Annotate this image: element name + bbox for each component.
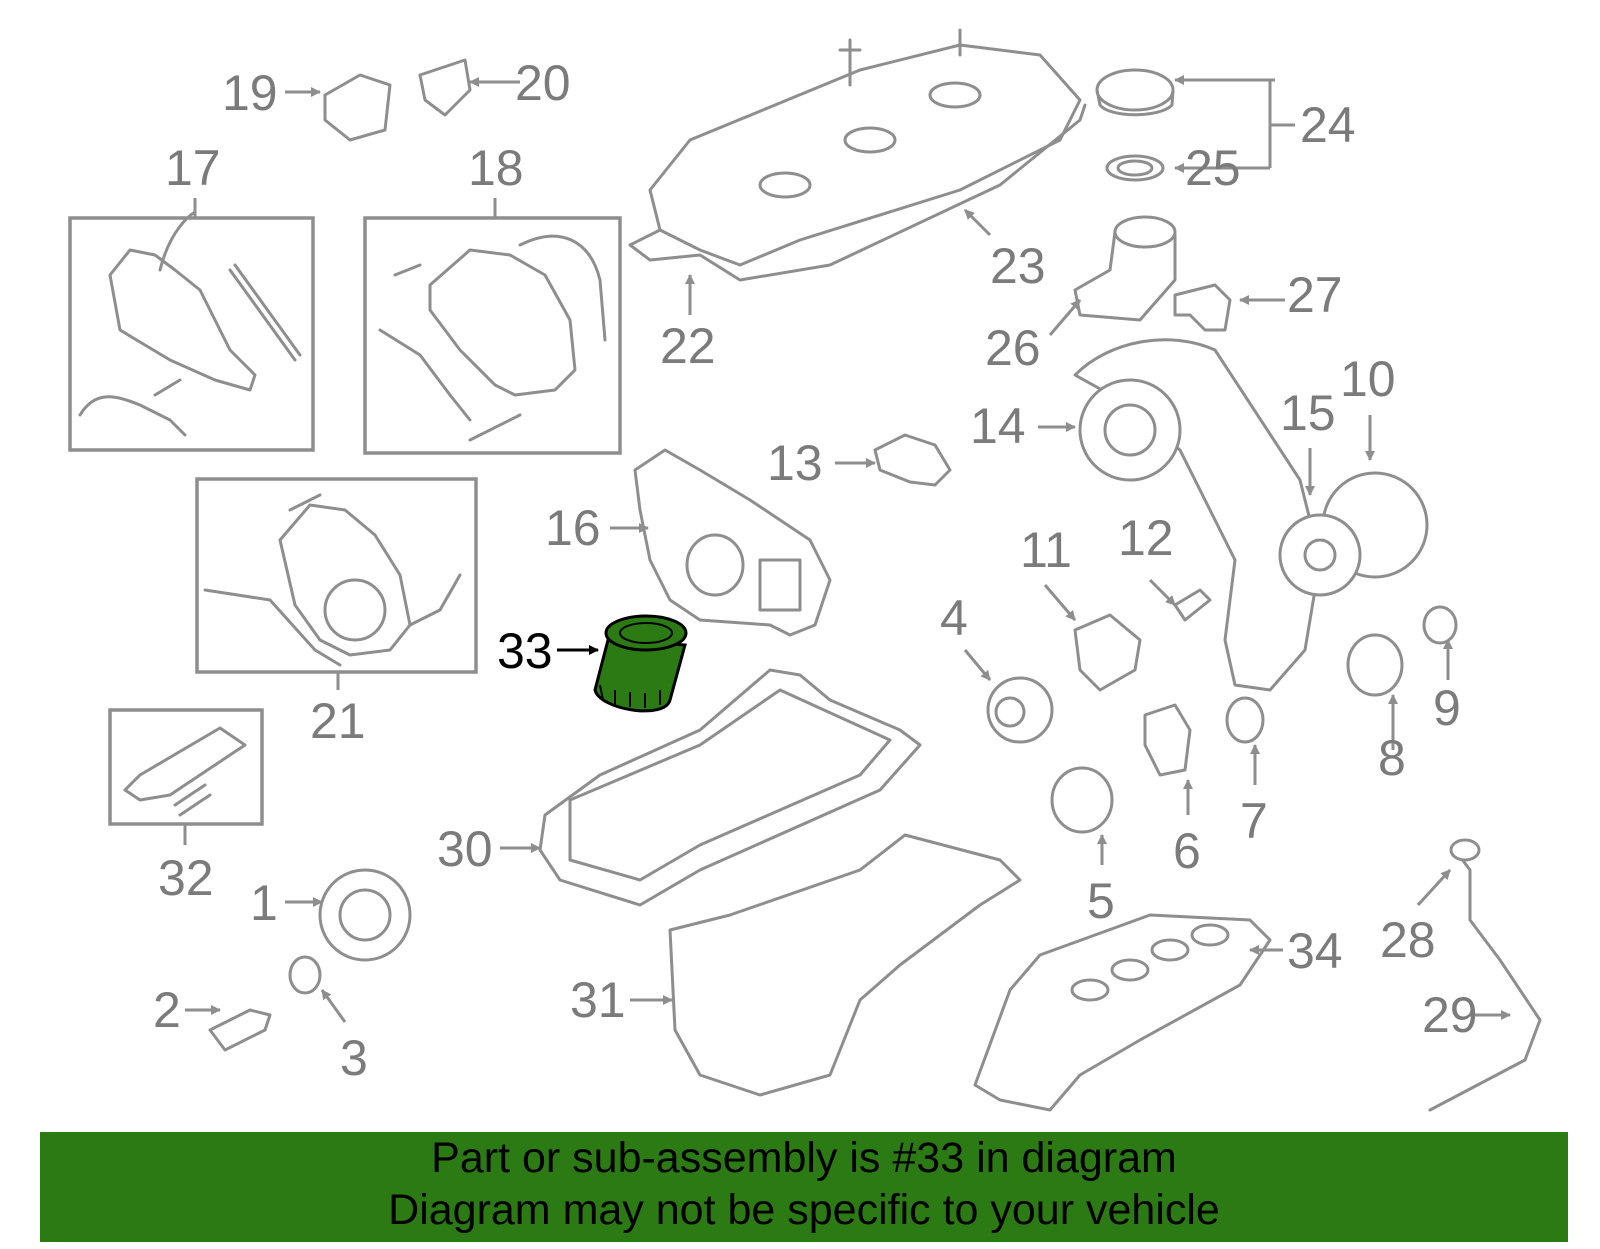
label-29: 29 [1422, 987, 1478, 1043]
label-27: 27 [1287, 267, 1343, 323]
label-33-highlighted: 33 [497, 623, 553, 679]
label-18: 18 [468, 140, 524, 196]
callout-arrows [183, 75, 1511, 1023]
banner-line-2: Diagram may not be specific to your vehi… [388, 1186, 1220, 1234]
oil-pan-31 [668, 833, 1022, 1097]
label-21: 21 [310, 693, 366, 749]
label-4: 4 [940, 590, 968, 646]
mount-26 [1073, 215, 1177, 322]
fitting-27 [1173, 283, 1232, 332]
label-23: 23 [990, 238, 1046, 294]
oil-filter-33 [593, 614, 688, 713]
label-11: 11 [1020, 522, 1072, 578]
callout-labels: 1 2 3 4 5 6 7 8 9 10 11 12 13 14 15 16 1… [153, 55, 1478, 1086]
box-21-timing-cover-rear [195, 477, 478, 674]
label-31: 31 [570, 972, 626, 1028]
label-6: 6 [1173, 823, 1201, 879]
label-14: 14 [970, 398, 1026, 454]
timing-belt [1073, 338, 1429, 692]
label-24: 24 [1300, 97, 1356, 153]
label-19: 19 [222, 65, 278, 121]
label-20: 20 [515, 55, 571, 111]
label-15: 15 [1280, 385, 1336, 441]
label-22: 22 [660, 318, 716, 374]
valve-cover [628, 28, 1087, 282]
oil-pump-16 [633, 448, 832, 637]
label-26: 26 [985, 320, 1041, 376]
oil-cap [1095, 68, 1175, 182]
label-2: 2 [153, 982, 181, 1038]
label-10: 10 [1340, 351, 1396, 407]
label-17: 17 [165, 140, 221, 196]
label-9: 9 [1433, 680, 1461, 736]
label-28: 28 [1380, 912, 1436, 968]
oil-pan-30 [538, 668, 922, 907]
small-parts-right [986, 588, 1458, 834]
misc-left-parts [208, 58, 472, 1052]
intake-manifold-34 [973, 913, 1272, 1112]
label-8: 8 [1378, 730, 1406, 786]
label-5: 5 [1087, 873, 1115, 929]
label-34: 34 [1287, 923, 1343, 979]
banner-line-1: Part or sub-assembly is #33 in diagram [431, 1134, 1177, 1182]
label-1: 1 [250, 875, 278, 931]
label-16: 16 [545, 500, 601, 556]
label-13: 13 [767, 435, 823, 491]
dipstick-28-29 [1428, 838, 1542, 1112]
box-32-sealant [108, 708, 264, 826]
label-12: 12 [1118, 510, 1174, 566]
label-32: 32 [158, 850, 214, 906]
label-7: 7 [1240, 793, 1268, 849]
label-25: 25 [1185, 140, 1241, 196]
label-3: 3 [340, 1030, 368, 1086]
info-banner: Part or sub-assembly is #33 in diagram D… [40, 1132, 1568, 1242]
label-30: 30 [437, 821, 493, 877]
box-17-timing-cover-upper [68, 210, 315, 452]
box-18-timing-cover-lower [363, 216, 622, 455]
sensor-13 [873, 433, 952, 487]
